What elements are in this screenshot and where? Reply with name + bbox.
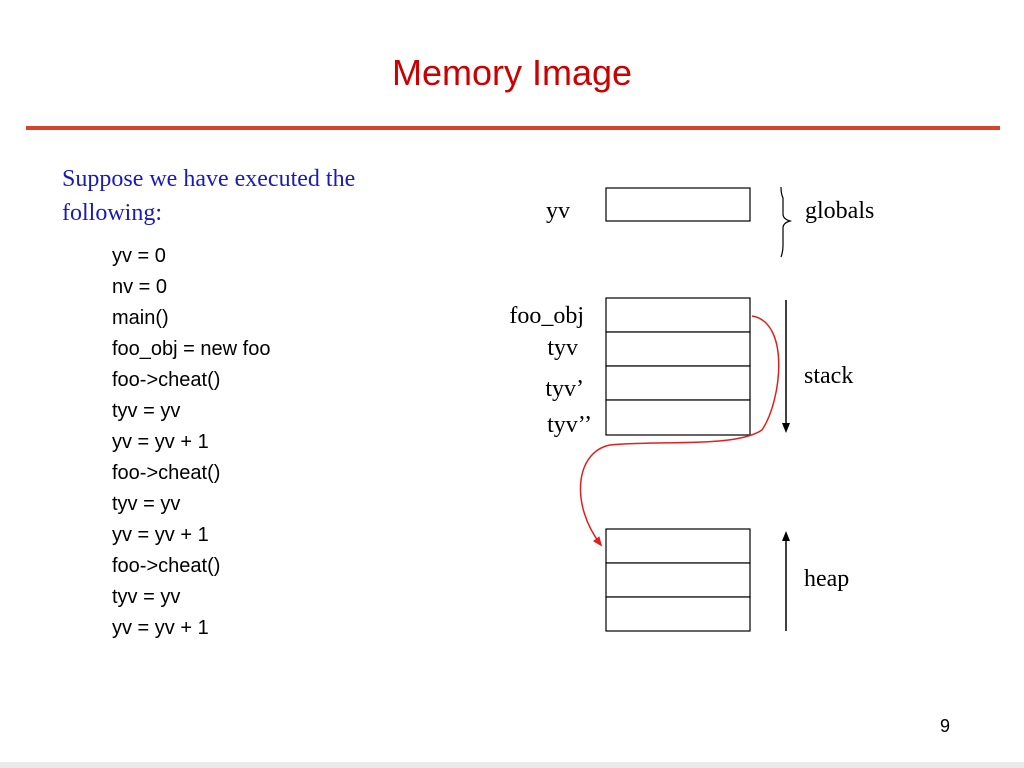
stack-cell-tyv-prime (605, 365, 751, 401)
heap-cell-3 (605, 596, 751, 632)
stack-cell-tyv-double-prime (605, 399, 751, 436)
globals-brace (780, 186, 793, 258)
globals-cell-yv (605, 187, 751, 222)
globals-region-label: globals (805, 198, 874, 224)
code-line: tyv = yv (112, 586, 181, 608)
intro-text: Suppose we have executed the following: (62, 166, 356, 226)
bottom-strip (0, 762, 1024, 768)
stack-label-tyv-double-prime: tyv’’ (547, 412, 592, 438)
code-line: tyv = yv (112, 493, 181, 515)
code-line: yv = yv + 1 (112, 617, 209, 639)
code-line: yv = yv + 1 (112, 524, 209, 546)
pointer-arrow (579, 315, 780, 547)
title-divider (26, 126, 1000, 130)
stack-label-tyv-prime: tyv’ (545, 376, 584, 402)
slide-title: Memory Image (391, 52, 633, 93)
code-line: yv = 0 (112, 245, 166, 267)
heap-region-label: heap (804, 566, 849, 592)
stack-label-foo-obj: foo_obj (509, 303, 584, 329)
heap-cell-1 (605, 528, 751, 564)
stack-cell-foo-obj (605, 297, 751, 333)
heap-cell-2 (605, 562, 751, 598)
stack-region-label: stack (804, 363, 853, 389)
code-line: yv = yv + 1 (112, 431, 209, 453)
stack-label-tyv: tyv (547, 335, 578, 361)
code-line: foo->cheat() (112, 462, 221, 484)
code-line: tyv = yv (112, 400, 181, 422)
code-line: main() (112, 307, 169, 329)
code-line: nv = 0 (112, 276, 168, 298)
code-listing: yv = 0 nv = 0 main() foo_obj = new foo foo->… (112, 241, 270, 644)
code-line: foo_obj = new foo (112, 338, 271, 360)
page-number: 9 (939, 716, 950, 736)
code-line: foo->cheat() (112, 555, 221, 577)
stack-cell-tyv (605, 331, 751, 367)
globals-label-yv: yv (546, 198, 570, 224)
code-line: foo->cheat() (112, 369, 221, 391)
